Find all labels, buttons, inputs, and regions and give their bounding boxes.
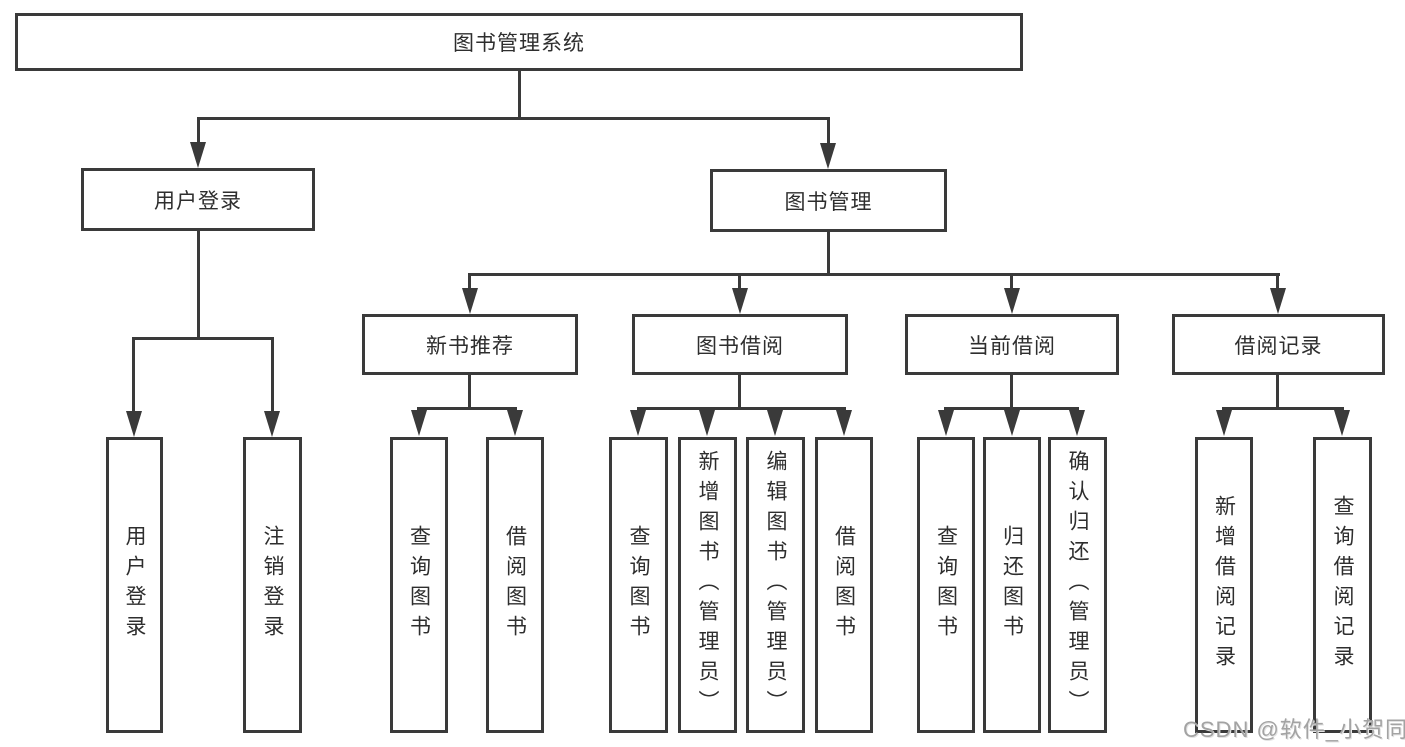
- connector-borrow-elbow: [637, 407, 846, 410]
- leaf-borrow-borrow-books: 借阅图书: [815, 437, 873, 733]
- csdn-watermark: CSDN @软件_小贺同学: [1183, 717, 1405, 742]
- leaf-recommend-query-books: 查询图书: [390, 437, 448, 733]
- connector-records-stub: [1276, 273, 1279, 291]
- arrowhead-to-current: [1004, 288, 1020, 314]
- arrowhead-recommend-leaf2: [507, 410, 523, 436]
- leaf-borrow-edit-books-admin: 编辑图书（管理员）: [746, 437, 805, 733]
- leaf-recommend-borrow-books: 借阅图书: [486, 437, 544, 733]
- connector-borrow-down: [738, 375, 741, 410]
- arrowhead-records-leaf1: [1216, 410, 1232, 436]
- leaf-current-query-books: 查询图书: [917, 437, 975, 733]
- leaf-borrow-add-books-admin: 新增图书（管理员）: [678, 437, 737, 733]
- connector-current-elbow: [944, 407, 1079, 410]
- leaf-current-confirm-return-admin: 确认归还（管理员）: [1048, 437, 1107, 733]
- node-book-borrow: 图书借阅: [632, 314, 848, 375]
- arrowhead-to-borrow: [732, 288, 748, 314]
- leaf-records-query-record: 查询借阅记录: [1313, 437, 1372, 733]
- leaf-logout: 注销登录: [243, 437, 302, 733]
- node-root-library-system: 图书管理系统: [15, 13, 1023, 71]
- connector-user-branch-stub: [197, 231, 200, 340]
- leaf-borrow-query-books: 查询图书: [609, 437, 668, 733]
- arrowhead-current-leaf2: [1004, 410, 1020, 436]
- arrowhead-borrow-leaf1: [630, 410, 646, 436]
- connector-book-mgmt-stub: [827, 117, 830, 145]
- node-user-login: 用户登录: [81, 168, 315, 231]
- connector-recommend-elbow: [417, 407, 517, 410]
- arrowhead-borrow-leaf2: [699, 410, 715, 436]
- arrowhead-to-user-login: [190, 142, 206, 168]
- connector-borrow-stub: [738, 273, 741, 291]
- connector-level3-elbow: [468, 273, 1280, 276]
- connector-level2-elbow: [197, 117, 830, 120]
- node-borrow-records: 借阅记录: [1172, 314, 1385, 375]
- arrowhead-to-user-login-leaf: [126, 411, 142, 437]
- connector-root-stub: [518, 71, 521, 120]
- arrowhead-records-leaf2: [1334, 410, 1350, 436]
- connector-user-login-stub: [197, 117, 200, 145]
- node-book-management: 图书管理: [710, 169, 947, 232]
- connector-mgmt-branch-stub: [827, 232, 830, 276]
- connector-records-elbow: [1222, 407, 1344, 410]
- node-current-borrow: 当前借阅: [905, 314, 1119, 375]
- connector-recommend-stub: [468, 273, 471, 291]
- connector-records-down: [1276, 375, 1279, 410]
- connector-current-down: [1010, 375, 1013, 410]
- arrowhead-current-leaf1: [938, 410, 954, 436]
- arrowhead-to-records: [1270, 288, 1286, 314]
- arrowhead-borrow-leaf3: [767, 410, 783, 436]
- arrowhead-to-recommend: [462, 288, 478, 314]
- connector-current-stub: [1010, 273, 1013, 291]
- connector-user-branch-elbow: [132, 337, 274, 340]
- arrowhead-borrow-leaf4: [836, 410, 852, 436]
- arrowhead-to-book-mgmt: [820, 143, 836, 169]
- connector-recommend-down: [468, 375, 471, 410]
- leaf-user-login: 用户登录: [106, 437, 163, 733]
- arrowhead-recommend-leaf1: [411, 410, 427, 436]
- node-new-book-recommend: 新书推荐: [362, 314, 578, 375]
- leaf-records-add-record: 新增借阅记录: [1195, 437, 1253, 733]
- arrowhead-to-logout-leaf: [264, 411, 280, 437]
- connector-user-leaf1-stub: [132, 337, 135, 413]
- leaf-current-return-books: 归还图书: [983, 437, 1041, 733]
- connector-user-leaf2-stub: [271, 337, 274, 413]
- arrowhead-current-leaf3: [1069, 410, 1085, 436]
